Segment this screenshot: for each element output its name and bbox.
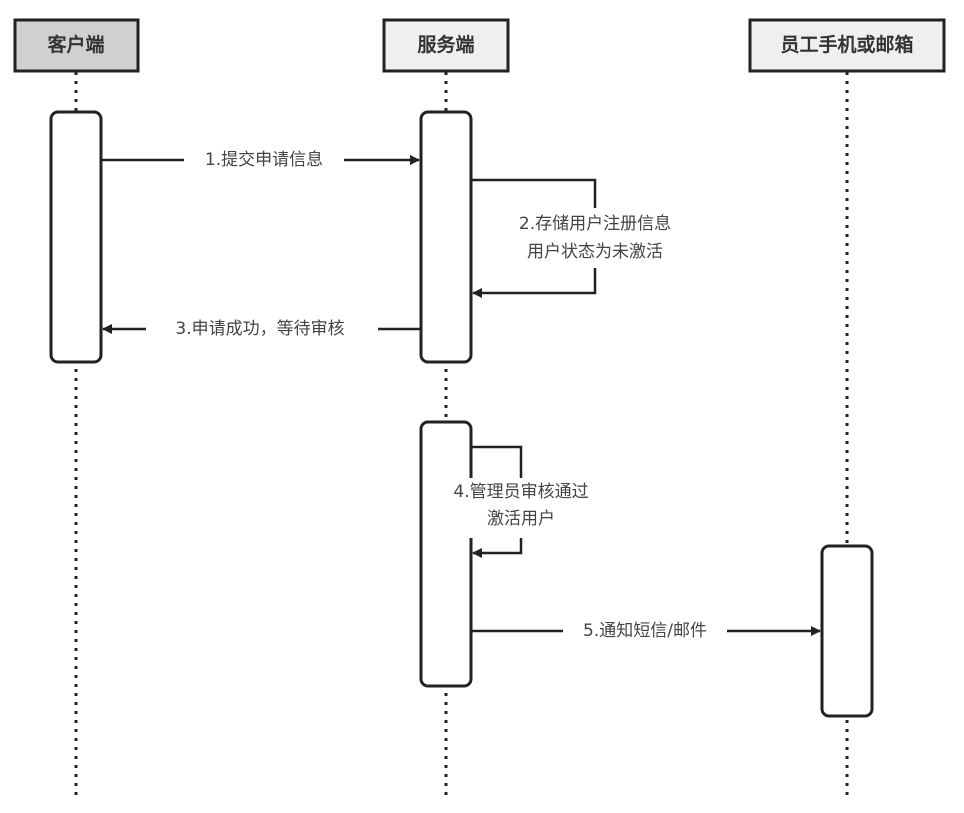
participant-server: 服务端	[382, 18, 510, 73]
message-2: 2.存储用户注册信息 用户状态为未激活	[471, 178, 692, 298]
activation-server-2	[419, 420, 473, 688]
message-5: 5.通知短信/邮件	[471, 619, 821, 643]
activation-client	[49, 110, 103, 364]
message-3: 3.申请成功，等待审核	[102, 317, 421, 341]
message-label: 激活用户	[487, 509, 555, 529]
participant-label: 客户端	[47, 33, 104, 56]
activation-staff	[820, 544, 874, 718]
message-label: 3.申请成功，等待审核	[175, 319, 344, 339]
participant-label: 员工手机或邮箱	[780, 33, 913, 56]
participant-client: 客户端	[13, 18, 140, 73]
message-label: 5.通知短信/邮件	[583, 621, 707, 641]
message-label: 2.存储用户注册信息	[519, 214, 671, 234]
activation-server-1	[419, 110, 473, 364]
message-4: 4.管理员审核通过 激活用户	[434, 445, 612, 558]
message-1: 1.提交申请信息	[101, 148, 420, 172]
participant-staff: 员工手机或邮箱	[748, 18, 946, 73]
participant-label: 服务端	[417, 33, 474, 56]
message-label: 用户状态为未激活	[527, 242, 663, 262]
message-label: 4.管理员审核通过	[453, 482, 588, 502]
message-label: 1.提交申请信息	[205, 150, 323, 170]
